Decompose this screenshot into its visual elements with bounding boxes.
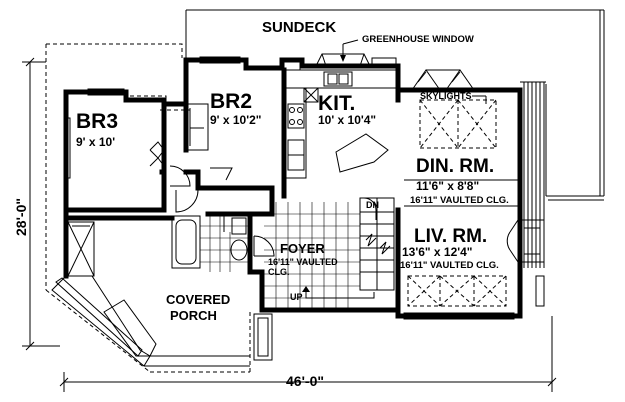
br3-windows xyxy=(63,88,125,179)
br3-name: BR3 xyxy=(76,110,118,133)
stairs-down-label: DN xyxy=(366,200,379,210)
skylights-dining xyxy=(419,95,497,149)
br3-size: 9' x 10' xyxy=(76,135,115,149)
stairs-up-label: UP xyxy=(290,292,303,302)
din-size: 11'6" x 8'8" xyxy=(416,179,479,193)
bathroom-tile-floor xyxy=(200,216,250,272)
sliding-door-to-deck xyxy=(411,69,475,91)
sundeck-outline xyxy=(185,9,605,201)
exterior-walls xyxy=(63,57,523,319)
bathroom xyxy=(171,215,248,269)
sundeck-label: SUNDECK xyxy=(262,19,336,36)
dimension-width xyxy=(59,316,557,392)
bedroom-doors xyxy=(169,165,233,213)
fireplace xyxy=(506,219,545,263)
foyer-clg-line2: CLG. xyxy=(268,267,290,277)
liv-size: 13'6" x 12'4" xyxy=(402,245,472,259)
entry-door xyxy=(253,235,275,257)
foyer-tile-floor xyxy=(264,202,360,310)
kitchen-counters xyxy=(285,57,397,179)
kit-size: 10' x 10'4" xyxy=(318,113,376,127)
br3-closet-door xyxy=(149,141,165,167)
dimension-depth xyxy=(22,57,60,351)
din-name: DIN. RM. xyxy=(416,156,494,177)
greenhouse-window-label: GREENHOUSE WINDOW xyxy=(362,34,474,45)
covered-porch xyxy=(51,221,250,367)
porch-label-line1: COVERED xyxy=(166,292,230,307)
kit-name: KIT. xyxy=(318,92,355,115)
living-bottom-windows xyxy=(403,312,515,320)
liv-clg: 16'11" VAULTED CLG. xyxy=(400,260,499,271)
br2-size: 9' x 10'2" xyxy=(210,113,261,127)
br2-closet xyxy=(185,103,209,151)
skylights-living xyxy=(407,275,507,307)
foyer-name: FOYER xyxy=(280,241,325,256)
porch-label-line2: PORCH xyxy=(170,308,217,323)
width-dimension-label: 46'-0" xyxy=(286,373,324,389)
br2-window xyxy=(199,56,241,64)
stairs xyxy=(302,197,395,299)
greenhouse-window-symbol xyxy=(315,39,371,67)
skylights-label: SKYLIGHTS xyxy=(420,91,472,101)
foyer-clg-line1: 16'11" VAULTED xyxy=(268,257,338,267)
br2-name: BR2 xyxy=(210,90,252,113)
roof-overhang-dashed xyxy=(45,43,301,373)
dining-living-divider xyxy=(404,179,520,207)
depth-dimension-label: 28'-0" xyxy=(13,198,29,236)
din-clg: 16'11" VAULTED CLG. xyxy=(410,195,509,206)
living-window xyxy=(535,275,545,307)
storage-closet xyxy=(253,313,273,361)
liv-name: LIV. RM. xyxy=(414,226,487,247)
